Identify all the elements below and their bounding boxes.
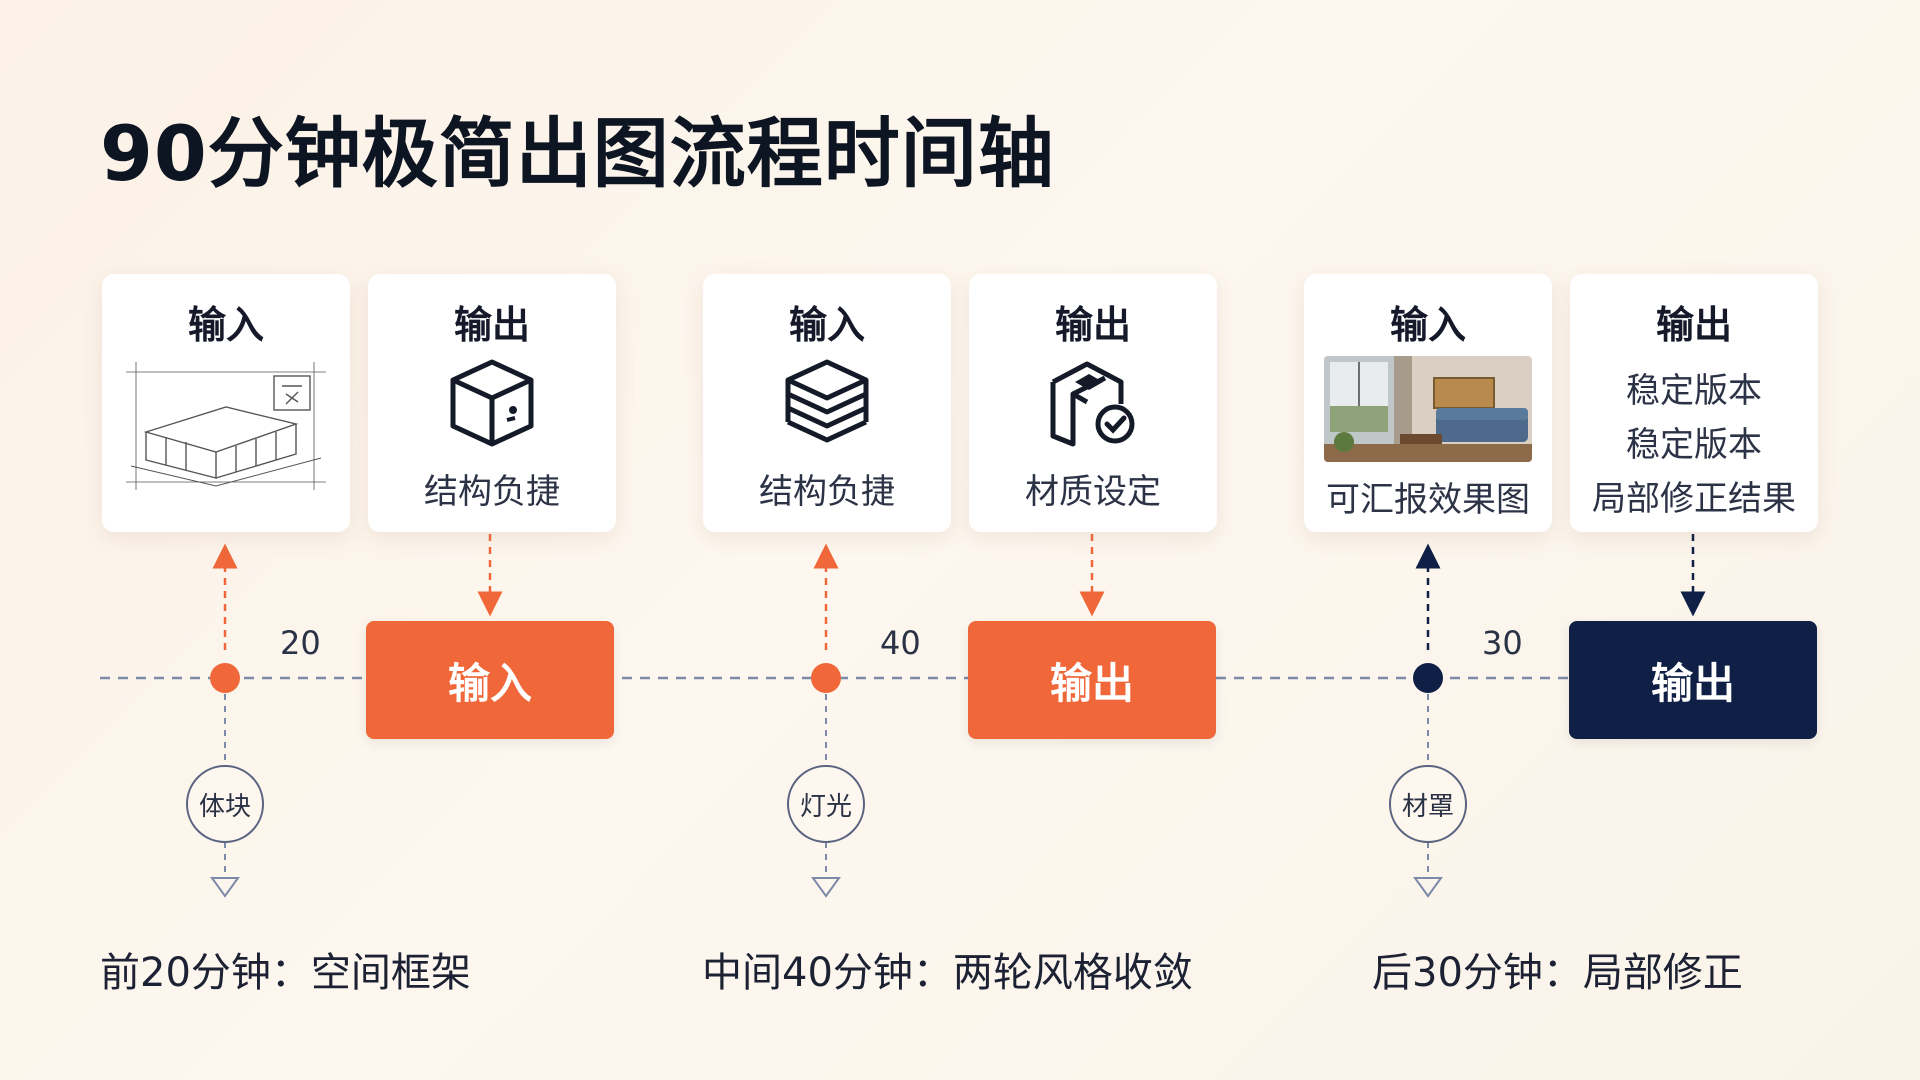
step-badge-3: 材罩	[1389, 765, 1467, 843]
output-line: 局部修正结果	[1592, 479, 1796, 519]
input-card-3: 输入 可汇报效果图	[1304, 274, 1552, 532]
duration-label-3: 30	[1482, 624, 1523, 662]
architecture-sketch-icon	[102, 362, 350, 490]
card-heading: 输出	[1054, 303, 1131, 347]
duration-label-2: 40	[880, 624, 921, 662]
step-badge-1: 体块	[186, 765, 264, 843]
card-heading: 输入	[788, 303, 865, 347]
phase-label-1: 前20分钟：空间框架	[100, 950, 471, 996]
output-card-3: 输出 稳定版本 稳定版本 局部修正结果	[1570, 274, 1818, 532]
output-line: 稳定版本	[1626, 425, 1762, 465]
input-card-2: 输入 结构负捷	[703, 274, 951, 532]
stage-box-1: 输入	[366, 621, 614, 739]
duration-label-1: 20	[280, 624, 321, 662]
stage-box-2: 输出	[968, 621, 1216, 739]
card-caption: 可汇报效果图	[1326, 480, 1530, 520]
step-badge-2: 灯光	[787, 765, 865, 843]
card-heading: 输入	[187, 303, 264, 347]
phase-label-2: 中间40分钟：两轮风格收敛	[702, 950, 1193, 996]
output-card-2: 输出 材质设定	[969, 274, 1217, 532]
down-triangle-icon-3	[1413, 877, 1443, 898]
cube-icon	[368, 356, 616, 466]
timeline-dot-1	[210, 663, 240, 693]
card-heading: 输出	[1655, 303, 1732, 347]
material-check-icon	[969, 356, 1217, 466]
timeline-dot-3	[1413, 663, 1443, 693]
phase-label-3: 后30分钟：局部修正	[1372, 950, 1743, 996]
layers-icon	[703, 356, 951, 466]
stage-box-3: 输出	[1569, 621, 1817, 739]
down-triangle-icon-1	[210, 877, 240, 898]
page-title: 90分钟极简出图流程时间轴	[100, 109, 1055, 198]
down-triangle-icon-2	[811, 877, 841, 898]
output-lines: 稳定版本 稳定版本 局部修正结果	[1570, 364, 1818, 526]
output-card-1: 输出 结构负捷	[368, 274, 616, 532]
card-heading: 输出	[453, 303, 530, 347]
card-caption: 结构负捷	[759, 472, 895, 512]
card-caption: 结构负捷	[424, 472, 560, 512]
output-line: 稳定版本	[1626, 371, 1762, 411]
living-room-photo	[1324, 356, 1532, 462]
card-heading: 输入	[1389, 303, 1466, 347]
input-card-1: 输入	[102, 274, 350, 532]
timeline-dot-2	[811, 663, 841, 693]
card-caption: 材质设定	[1025, 472, 1161, 512]
